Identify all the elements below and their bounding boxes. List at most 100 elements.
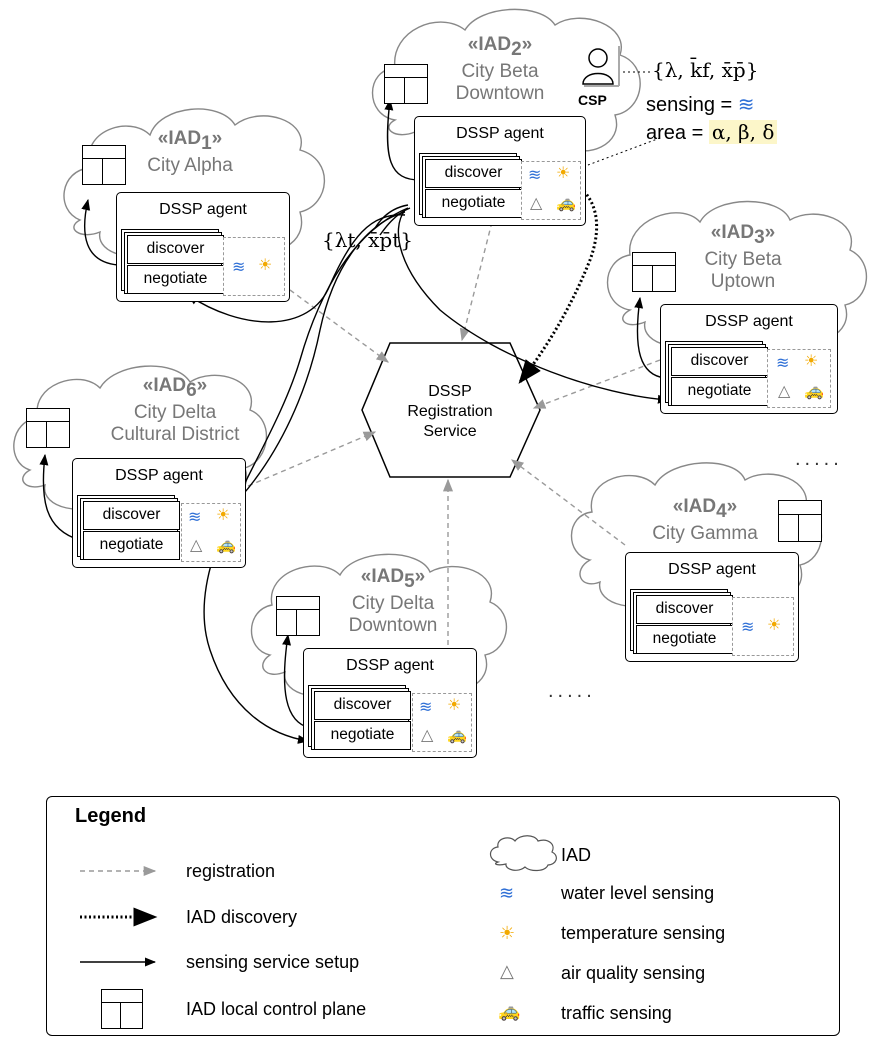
offer-params-label: {λt, x̄p̄t} [322, 228, 413, 252]
iad4-negotiate-button[interactable]: negotiate [636, 625, 733, 654]
water-level-icon: ≋ [499, 883, 515, 904]
iad6-discover-button[interactable]: discover [83, 501, 180, 530]
legend-setup-label: sensing service setup [186, 952, 360, 972]
air-quality-icon: △ [190, 535, 203, 554]
iad4-sensing-panel: ≋ ☀ [732, 597, 794, 656]
legend-temperature-label: temperature sensing [561, 923, 726, 943]
csp-sensing-line: sensing = ≋ [646, 92, 755, 116]
iad5-discover-button[interactable]: discover [314, 691, 411, 720]
iad2-discover-button[interactable]: discover [425, 159, 522, 188]
legend-water-label: water level sensing [561, 883, 715, 903]
iad1-control-plane-icon [82, 145, 126, 185]
iad1-tag: «IAD [157, 128, 202, 149]
iad1-name: City Alpha [147, 154, 233, 176]
traffic-icon: 🚕 [556, 193, 576, 212]
water-level-icon: ≋ [528, 165, 542, 184]
iad1-dssp-agent: DSSP agent discover negotiate ≋ ☀ [116, 192, 290, 302]
water-level-icon: ≋ [776, 353, 790, 372]
iad1-negotiate-button[interactable]: negotiate [127, 265, 224, 294]
csp-label: CSP [578, 92, 607, 108]
iad4-title: «IAD4» City Gamma [652, 496, 758, 544]
local-loop-iad5 [282, 633, 311, 729]
water-level-icon: ≋ [419, 697, 433, 716]
legend-title: Legend [75, 805, 147, 827]
more-iads-ellipsis-right: ..... [795, 448, 843, 470]
temperature-icon: ☀ [804, 351, 819, 370]
setup-arrow-iad3 [397, 209, 670, 404]
legend-discovery-label: IAD discovery [186, 907, 298, 927]
iad6-title: «IAD6» City Delta Cultural District [110, 375, 240, 445]
traffic-icon: 🚕 [804, 381, 824, 400]
temperature-icon: ☀ [447, 695, 462, 714]
traffic-icon: 🚕 [216, 535, 236, 554]
water-level-icon: ≋ [188, 507, 202, 526]
csp-area-line: area = α, β, δ [646, 120, 778, 145]
air-quality-icon: △ [421, 725, 434, 744]
iad2-control-plane-icon [384, 64, 428, 104]
traffic-icon: 🚕 [447, 725, 467, 744]
legend-box: Legend registration IAD discovery sensin… [46, 796, 840, 1036]
more-iads-ellipsis-bottom: ..... [548, 680, 596, 702]
iad2-sensing-panel: ≋ ☀ △ 🚕 [521, 161, 581, 220]
registration-arrow-iad2 [459, 221, 493, 342]
iad4-control-plane-icon [778, 500, 822, 542]
iad3-discover-button[interactable]: discover [671, 347, 768, 376]
local-loop-iad2 [384, 98, 421, 181]
legend-control-plane-icon [101, 989, 143, 1029]
iad1-title: «IAD1» City Alpha [115, 128, 265, 177]
iad4-discover-button[interactable]: discover [636, 595, 733, 624]
iad5-title: «IAD5» City Delta Downtown [348, 566, 438, 636]
csp-user-icon [582, 46, 620, 87]
iad1-discover-button[interactable]: discover [127, 235, 224, 264]
local-loop-iad6 [39, 453, 81, 541]
registration-hexagon [361, 342, 541, 478]
local-loop-iad1 [81, 198, 119, 266]
registration-arrow-iad4 [510, 459, 626, 546]
water-level-icon: ≋ [737, 92, 755, 116]
iad3-sensing-panel: ≋ ☀ △ 🚕 [767, 349, 831, 408]
water-level-icon: ≋ [741, 617, 755, 636]
air-quality-icon: △ [500, 961, 514, 982]
csp-area-values: α, β, δ [708, 120, 778, 144]
iad6-negotiate-button[interactable]: negotiate [83, 531, 180, 560]
iad6-sensing-panel: ≋ ☀ △ 🚕 [181, 503, 241, 562]
iad1-agent-title: DSSP agent [159, 201, 247, 218]
temperature-icon: ☀ [556, 163, 571, 182]
iad5-control-plane-icon [276, 596, 320, 636]
legend-iad-label: IAD [561, 845, 592, 865]
legend-traffic-label: traffic sensing [561, 1003, 672, 1023]
iad1-sensing-panel: ≋ ☀ [223, 237, 285, 296]
iad3-title: «IAD3» City Beta Uptown [704, 222, 782, 292]
iad3-negotiate-button[interactable]: negotiate [671, 377, 768, 406]
air-quality-icon: △ [778, 381, 791, 400]
temperature-icon: ☀ [216, 505, 231, 524]
legend-air-label: air quality sensing [561, 963, 706, 983]
registration-arrow-iad3 [532, 359, 661, 409]
iad5-negotiate-button[interactable]: negotiate [314, 721, 411, 750]
legend-registration-label: registration [186, 861, 276, 881]
iad3-dssp-agent: DSSP agent discover negotiate ≋ ☀ △ 🚕 [660, 304, 838, 414]
temperature-icon: ☀ [258, 255, 273, 274]
legend-control-plane-label: IAD local control plane [186, 999, 367, 1019]
iad2-negotiate-button[interactable]: negotiate [425, 189, 522, 218]
iad2-title: «IAD2» City Beta Downtown [455, 34, 545, 104]
water-level-icon: ≋ [232, 257, 246, 276]
iad3-control-plane-icon [632, 252, 676, 292]
iad6-dssp-agent: DSSP agent discover negotiate ≋ ☀ △ 🚕 [72, 458, 246, 568]
iad5-sensing-panel: ≋ ☀ △ 🚕 [412, 693, 472, 752]
legend-cloud-icon [489, 835, 557, 872]
traffic-icon: 🚕 [498, 1001, 521, 1022]
registration-arrow-iad1 [289, 289, 390, 363]
temperature-icon: ☀ [767, 615, 782, 634]
registration-service-label: DSSP Registration Service [407, 383, 493, 440]
iad4-dssp-agent: DSSP agent discover negotiate ≋ ☀ [625, 552, 799, 662]
iad6-control-plane-icon [26, 408, 70, 448]
air-quality-icon: △ [530, 193, 543, 212]
iad2-dssp-agent: DSSP agent discover negotiate ≋ ☀ △ 🚕 [414, 116, 586, 226]
local-loop-iad3 [634, 296, 666, 379]
csp-request-params: {λ, k̄f, x̄p̄} [652, 58, 759, 82]
iad5-dssp-agent: DSSP agent discover negotiate ≋ ☀ △ 🚕 [303, 648, 477, 758]
temperature-icon: ☀ [499, 923, 516, 944]
